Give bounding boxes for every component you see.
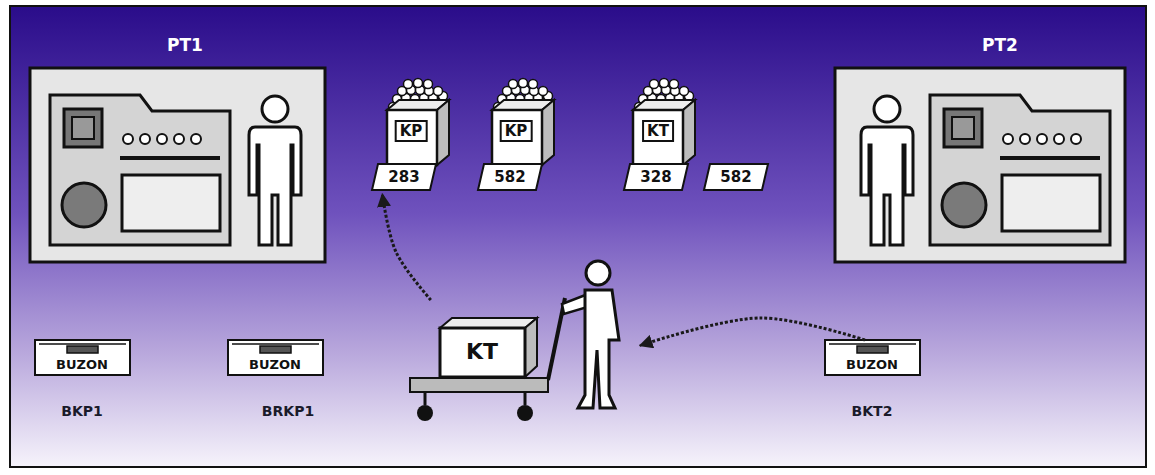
cart-label: KT [462,339,502,365]
carrier-figure [562,261,619,408]
workstation-panel [835,68,1125,262]
mailbox: BUZON BRKP1 [228,340,323,425]
mailbox-name: BKT2 [852,403,893,420]
machine-icon [50,95,230,245]
hand-cart [410,298,565,421]
mailbox-name: BRKP1 [262,403,314,420]
machine-icon [930,95,1110,245]
kanban-card [478,164,542,190]
dotted-arrow [640,318,865,346]
kanban-card: 582 [704,164,768,190]
mailbox [825,340,920,375]
workstation: PT2 [835,68,1125,262]
mailbox [228,340,323,375]
parts-bin [387,79,449,166]
card-number: 582 [494,168,525,186]
parts-bin [492,79,554,166]
operator-figure [249,96,301,245]
station-title: PT2 [982,35,1018,55]
kanban-card [624,164,688,190]
mailbox: BUZON BKT2 [825,340,920,425]
kanban-card [704,164,768,190]
card-number: 283 [388,168,419,186]
parts-bin [633,79,695,166]
mailbox: BUZON BKP1 [35,340,130,425]
workstation-panel [30,68,325,262]
card-number: 328 [640,168,671,186]
background-frame [10,6,1146,467]
mailbox [35,340,130,375]
mailbox-name: BKP1 [61,403,103,420]
station-title: PT1 [167,35,203,55]
bin-label: KP [395,120,428,142]
bin-label: KP [500,120,533,142]
transport-cart: KT [405,300,640,430]
kanban-bin: KP 582 [476,80,558,192]
mailbox-label: BUZON [846,357,898,372]
kanban-bin: KT 328 [622,80,704,192]
dotted-arrow [382,194,431,300]
kanban-card [372,164,436,190]
workstation: PT1 [30,68,325,262]
kanban-bin: KP 283 [370,80,452,192]
bin-label: KT [642,120,674,142]
mailbox-label: BUZON [249,357,301,372]
card-number: 582 [720,168,751,186]
operator-figure [861,96,913,245]
mailbox-label: BUZON [56,357,108,372]
